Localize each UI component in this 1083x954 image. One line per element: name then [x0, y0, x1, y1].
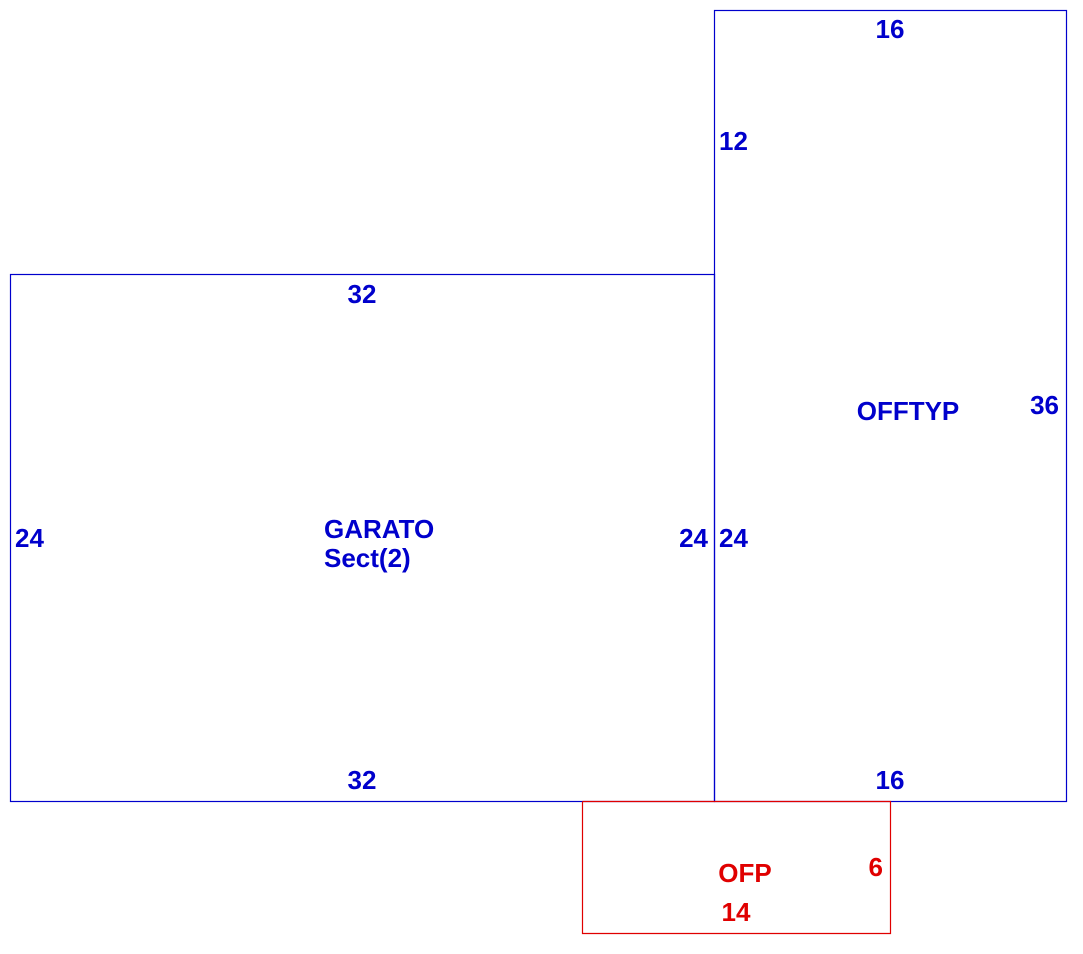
office-top-dimension: 16	[876, 14, 905, 44]
porch-area-name: OFP	[718, 858, 771, 888]
porch-outline	[581, 800, 892, 935]
office-bottom-dimension: 16	[876, 765, 905, 795]
office-area-name: OFFTYP	[857, 396, 960, 426]
garage-bottom-dimension: 32	[348, 765, 377, 795]
porch-bottom-dimension: 14	[722, 897, 751, 927]
garage-left-dimension: 24	[15, 523, 44, 553]
office-left-lower-dimension: 24	[719, 523, 748, 553]
office-left-upper-dimension: 12	[719, 126, 748, 156]
porch-right-dimension: 6	[869, 852, 883, 882]
garage-top-dimension: 32	[348, 279, 377, 309]
garage-right-dimension: 24	[679, 523, 708, 553]
office-right-dimension: 36	[1030, 390, 1059, 420]
garage-area-name: GARATO	[324, 514, 434, 544]
garage-section-label: Sect(2)	[324, 543, 411, 573]
